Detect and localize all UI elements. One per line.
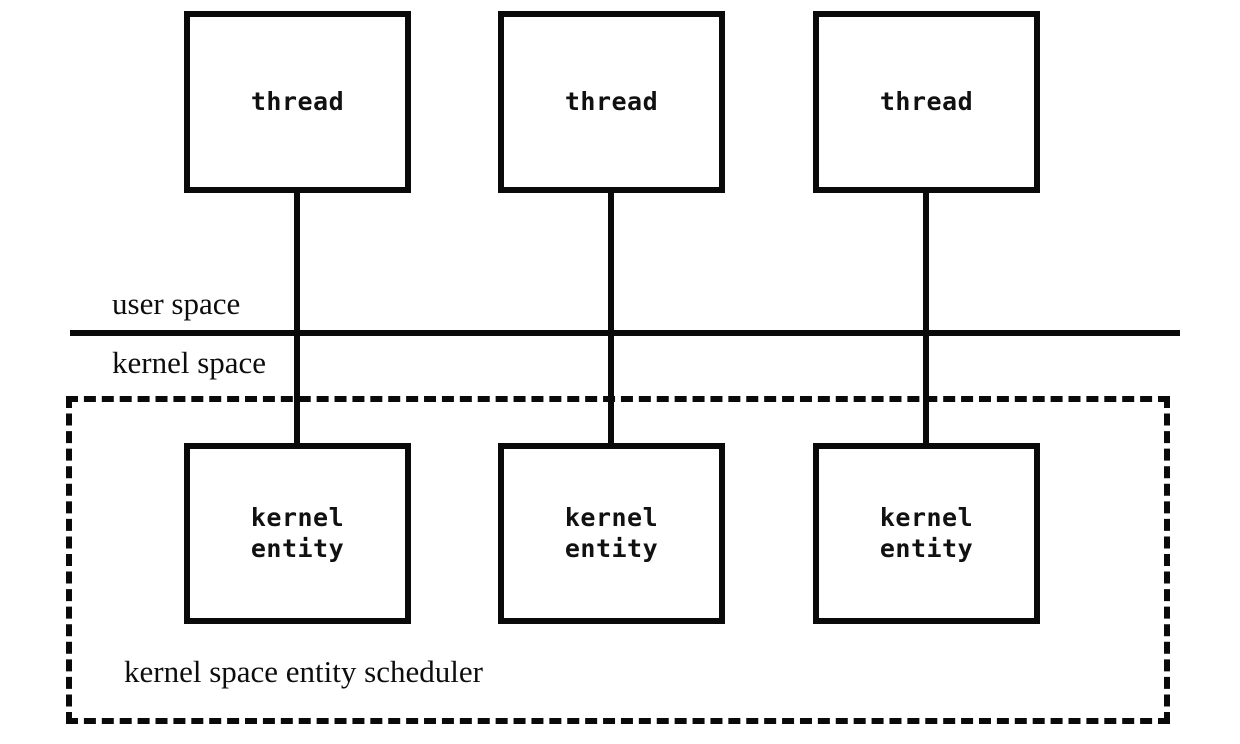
thread-box-1-label: thread xyxy=(250,86,345,116)
thread-box-2[interactable]: thread xyxy=(498,11,725,193)
thread-box-3-label: thread xyxy=(879,86,974,116)
connector-line-3 xyxy=(923,190,929,446)
kernel-entity-box-3-label: kernel entity xyxy=(879,503,974,563)
kernel-entity-box-2-label: kernel entity xyxy=(564,503,659,563)
thread-box-3[interactable]: thread xyxy=(813,11,1040,193)
kernel-entity-box-1[interactable]: kernel entity xyxy=(184,443,411,624)
kernel-entity-box-3[interactable]: kernel entity xyxy=(813,443,1040,624)
kernel-entity-box-2[interactable]: kernel entity xyxy=(498,443,725,624)
user-space-label: user space xyxy=(112,286,241,321)
user-kernel-space-divider xyxy=(70,330,1180,336)
thread-box-1[interactable]: thread xyxy=(184,11,411,193)
kernel-space-label: kernel space xyxy=(112,345,267,380)
thread-box-2-label: thread xyxy=(564,86,659,116)
kernel-space-entity-scheduler-label: kernel space entity scheduler xyxy=(124,654,483,689)
kernel-entity-box-1-label: kernel entity xyxy=(250,503,345,563)
connector-line-2 xyxy=(608,190,614,446)
connector-line-1 xyxy=(294,190,300,446)
